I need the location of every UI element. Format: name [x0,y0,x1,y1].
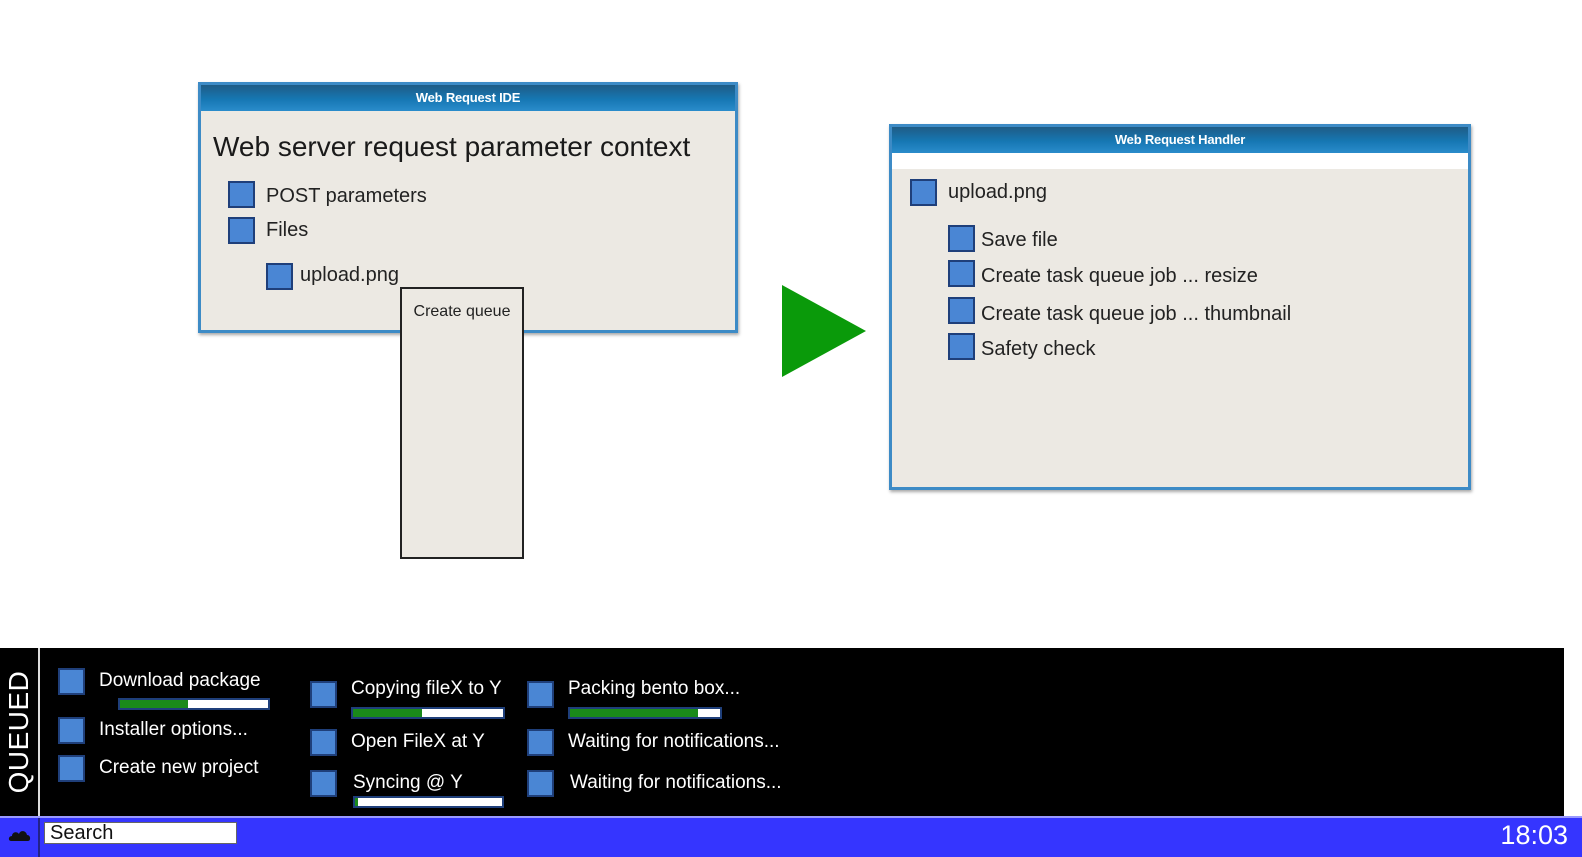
ide-heading: Web server request parameter context [213,131,691,162]
arrow-right-icon [782,285,866,377]
queue-item-icon [527,729,554,756]
handler-title-strip [892,153,1468,169]
clock: 18:03 [1500,820,1568,850]
create-queue-menu-item[interactable]: Create queue [413,303,511,320]
safety-check-label[interactable]: Safety check [981,338,1096,360]
packing-bento-progress [568,707,722,719]
save-file-checkbox[interactable] [948,225,975,252]
queue-item-icon [58,668,85,695]
download-package-progress [118,698,270,710]
progress-fill [355,798,358,806]
queued-tab-label: QUEUED [3,670,34,794]
save-file-label[interactable]: Save file [981,229,1058,251]
queue-item-label: Packing bento box... [568,678,741,699]
queue-item-label: Create new project [99,757,259,778]
progress-fill [570,709,698,717]
resize-job-label[interactable]: Create task queue job ... resize [981,265,1258,287]
upload-file-checkbox[interactable] [266,263,293,290]
upload-file-label[interactable]: upload.png [300,264,399,286]
queue-item-icon [58,755,85,782]
queue-item-icon [58,717,85,744]
taskbar: 18:03 [0,816,1582,857]
copying-file-progress [351,707,505,719]
resize-job-checkbox[interactable] [948,260,975,287]
queue-item-label: Download package [99,670,261,691]
handler-file-label[interactable]: upload.png [948,181,1047,203]
queue-item-label: Copying fileX to Y [351,678,502,699]
progress-fill [353,709,422,717]
ide-window-title[interactable]: Web Request IDE [201,85,735,111]
start-button[interactable] [0,818,40,857]
queue-item-label: Installer options... [99,719,248,740]
queue-item-label: Syncing @ Y [353,772,463,793]
queue-item-icon [527,681,554,708]
handler-file-checkbox[interactable] [910,179,937,206]
post-parameters-label[interactable]: POST parameters [266,185,427,207]
thumbnail-job-checkbox[interactable] [948,297,975,324]
files-label[interactable]: Files [266,219,309,241]
queue-panel [0,648,1564,816]
create-queue-menu: Create queue [400,287,524,559]
queue-item-label: Waiting for notifications... [570,772,782,793]
queue-item-label: Waiting for notifications... [568,731,780,752]
thumbnail-job-label[interactable]: Create task queue job ... thumbnail [981,303,1292,325]
search-input[interactable] [44,822,237,844]
queue-item-icon [310,729,337,756]
post-parameters-checkbox[interactable] [228,181,255,208]
handler-window-title[interactable]: Web Request Handler [892,127,1468,153]
queue-item-label: Open FileX at Y [351,731,485,752]
handler-window: Web Request Handler upload.png Save file… [889,124,1471,490]
progress-fill [120,700,189,708]
files-checkbox[interactable] [228,217,255,244]
syncing-progress [353,796,504,808]
queued-tab[interactable]: QUEUED [0,648,40,816]
queue-item-icon [527,770,554,797]
queue-item-icon [310,681,337,708]
safety-check-checkbox[interactable] [948,333,975,360]
queue-item-icon [310,770,337,797]
cloud-icon [8,831,31,841]
